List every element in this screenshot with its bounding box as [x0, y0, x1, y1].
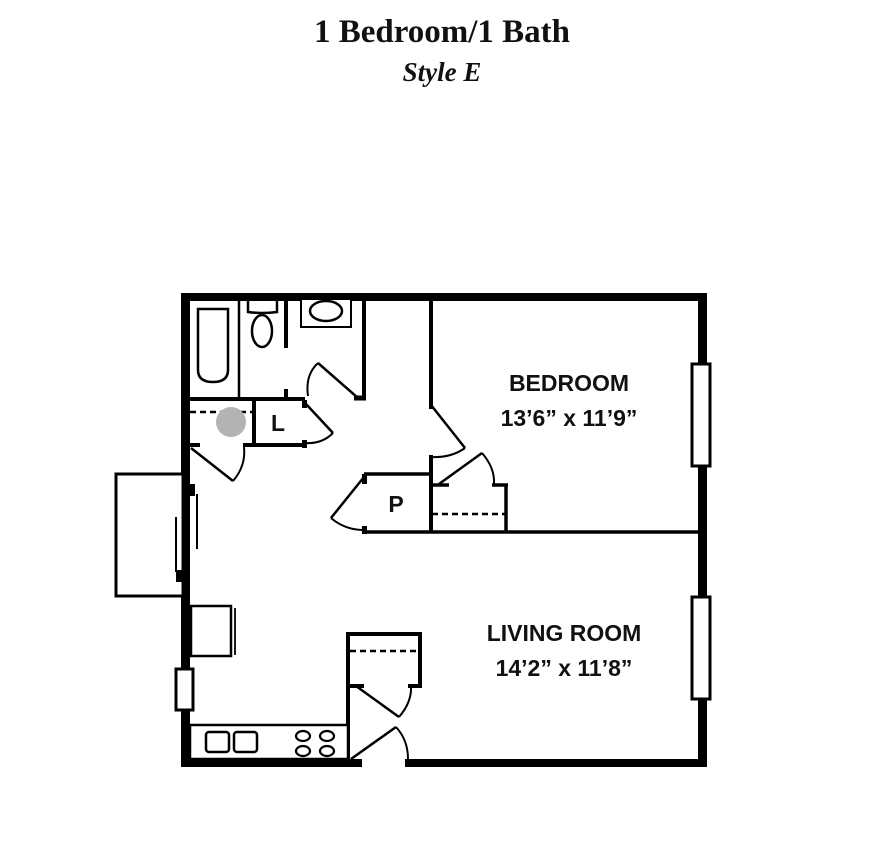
- window-icon: [174, 667, 195, 712]
- door-swing-icon: [430, 404, 466, 459]
- bedroom-walls: [364, 299, 700, 534]
- pantry-walls: [362, 472, 431, 534]
- toilet-icon: [246, 301, 279, 349]
- plan-subtitle: Style E: [402, 57, 482, 87]
- bathtub-icon: [196, 307, 230, 384]
- living-room-dimensions: 14’2” x 11’8”: [496, 655, 633, 681]
- door-swing-icon: [306, 362, 359, 399]
- utility-closets: [190, 400, 307, 448]
- door-swing-icon: [305, 403, 334, 445]
- pantry-label: P: [388, 491, 403, 517]
- living-room-name: LIVING ROOM: [487, 620, 642, 646]
- door-swing-icon: [355, 684, 413, 719]
- sliding-door-icon: [175, 484, 198, 582]
- window-icon: [690, 595, 712, 701]
- kitchen-sink-icon: [204, 730, 259, 754]
- refrigerator-icon: [189, 604, 236, 658]
- stove-icon: [294, 729, 336, 758]
- bathroom: [188, 299, 366, 401]
- linen-closet-label: L: [271, 410, 285, 436]
- bedroom-dimensions: 13’6” x 11’9”: [501, 405, 638, 431]
- bedroom-name: BEDROOM: [509, 370, 629, 396]
- window-icon: [690, 362, 712, 468]
- front-door-icon: [350, 725, 409, 761]
- bathroom-sink-icon: [300, 298, 352, 328]
- exterior-walls: [181, 293, 707, 767]
- door-swing-icon: [190, 446, 246, 482]
- door-swing-icon: [330, 476, 365, 531]
- water-heater-icon: [216, 407, 246, 437]
- door-swing-icon: [438, 451, 496, 486]
- patio-icon: [114, 472, 185, 598]
- plan-title: 1 Bedroom/1 Bath: [313, 14, 571, 50]
